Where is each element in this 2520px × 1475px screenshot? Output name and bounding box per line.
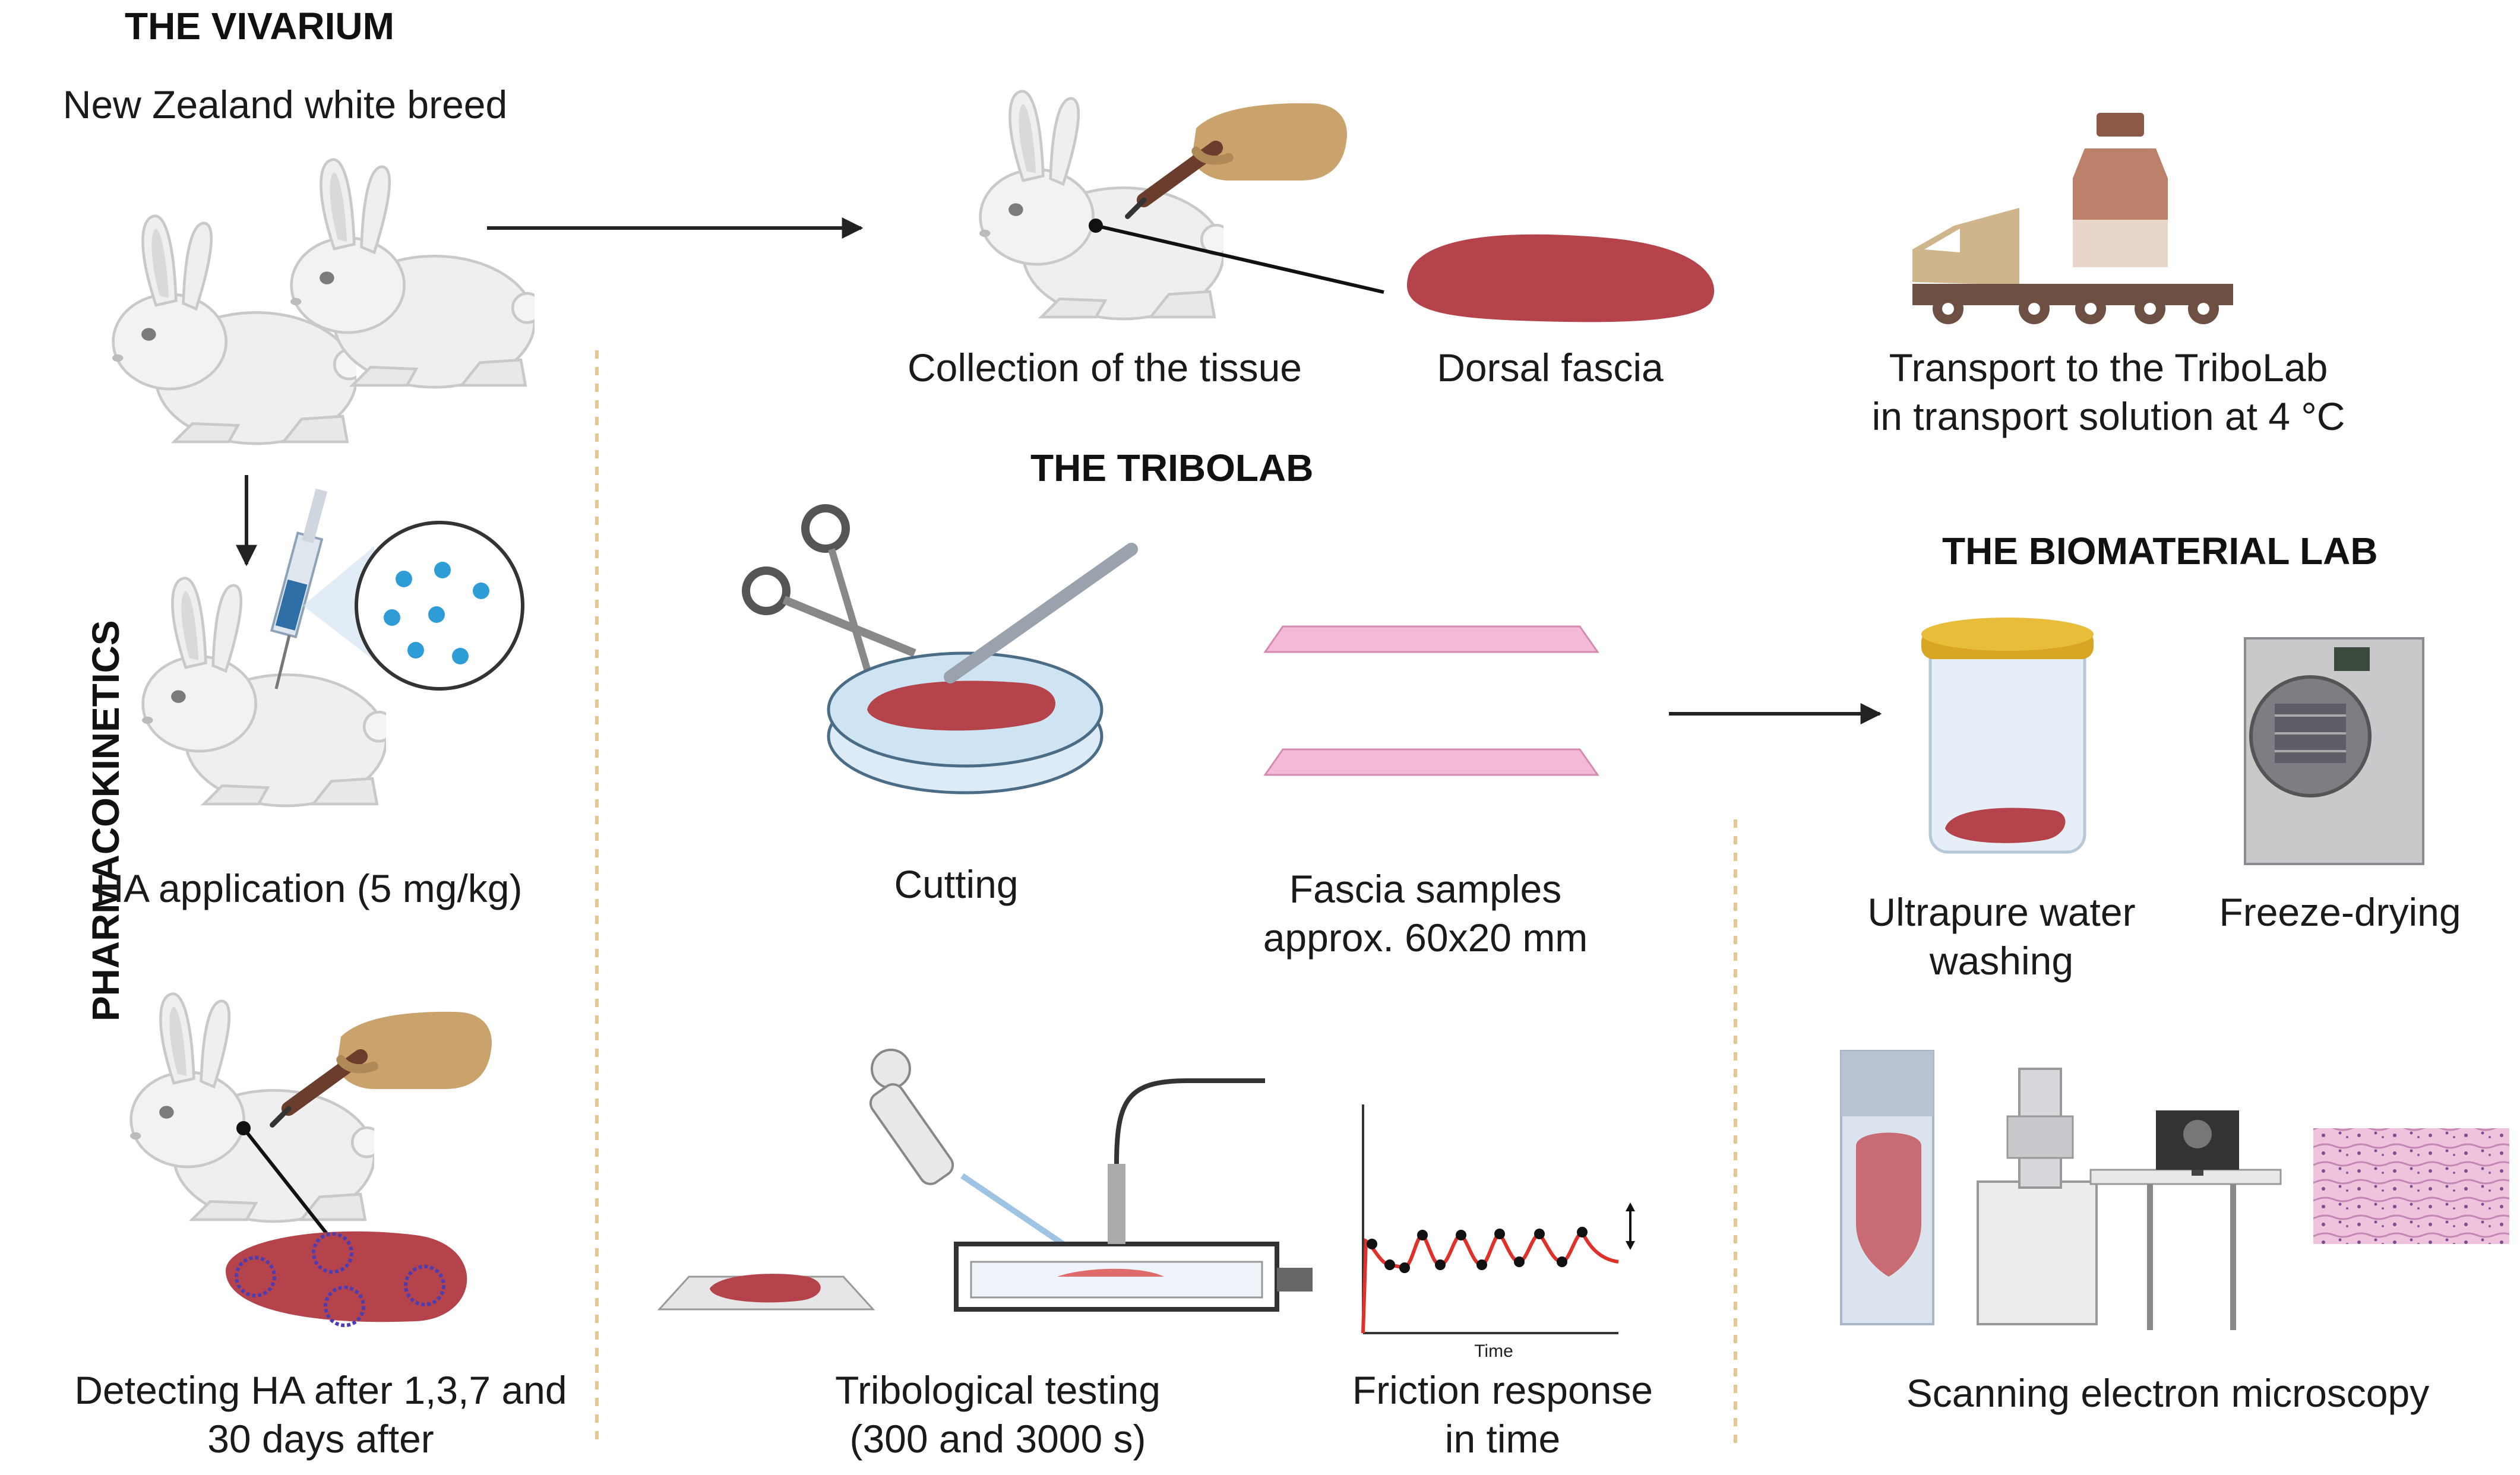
fascia-sample-icon [1263, 625, 1599, 653]
sem-microscope-icon [1977, 1068, 2282, 1330]
heading-biomaterial-lab: THE BIOMATERIAL LAB [1942, 530, 2378, 572]
friction-chart: Time [1361, 1104, 1635, 1361]
histology-image-icon [2313, 1128, 2509, 1244]
petri-dish-icon [827, 651, 1104, 795]
label-dorsal-fascia: Dorsal fascia [1437, 346, 1664, 390]
label-fascia-samples: Fascia samples approx. 60x20 mm [1263, 867, 1588, 960]
label-freeze-drying: Freeze-drying [2219, 890, 2461, 934]
label-tribological-testing: Tribological testing (300 and 3000 s) [835, 1368, 1161, 1461]
ha-molecule-icon [355, 521, 524, 691]
dorsal-fascia-icon [1406, 234, 1715, 322]
label-ha-application: HA application (5 mg/kg) [95, 866, 523, 910]
x-axis-label: Time [1474, 1341, 1513, 1361]
freeze-dryer-icon [2244, 637, 2424, 865]
label-sem: Scanning electron microscopy [1906, 1371, 2430, 1415]
syringe-icon [270, 488, 328, 689]
label-cutting: Cutting [894, 862, 1019, 906]
vial-icon [2073, 113, 2168, 267]
label-detecting-ha: Detecting HA after 1,3,7 and 30 days aft… [74, 1368, 567, 1461]
tribometer-icon [954, 1078, 1313, 1312]
sem-column-icon [1840, 1050, 1934, 1325]
rabbit-icon [979, 91, 1231, 319]
tissue-with-ha-icon [226, 1231, 467, 1327]
label-friction-response: Friction response in time [1352, 1368, 1653, 1461]
rabbit-icon [130, 994, 381, 1221]
monitor-icon [2156, 1110, 2239, 1176]
heading-vivarium: THE VIVARIUM [125, 5, 394, 48]
pipette-icon [869, 1049, 1065, 1247]
label-transport: Transport to the TriboLab in transport s… [1871, 346, 2345, 438]
fascia-sample-icon [1263, 748, 1599, 776]
label-breed: New Zealand white breed [62, 83, 508, 126]
jar-icon [1921, 618, 2094, 854]
label-ultrapure-washing: Ultrapure water washing [1867, 890, 2136, 983]
label-collection: Collection of the tissue [907, 346, 1302, 390]
scissors-icon [742, 504, 916, 690]
tissue-sample-icon [710, 1274, 821, 1303]
truck-icon [1912, 208, 2233, 324]
heading-pharmacokinetics: PHARMACOKINETICS [84, 620, 127, 1021]
scalpel-icon [944, 543, 1138, 683]
heading-tribolab: THE TRIBOLAB [1030, 447, 1314, 489]
friction-curve [1361, 1230, 1619, 1334]
